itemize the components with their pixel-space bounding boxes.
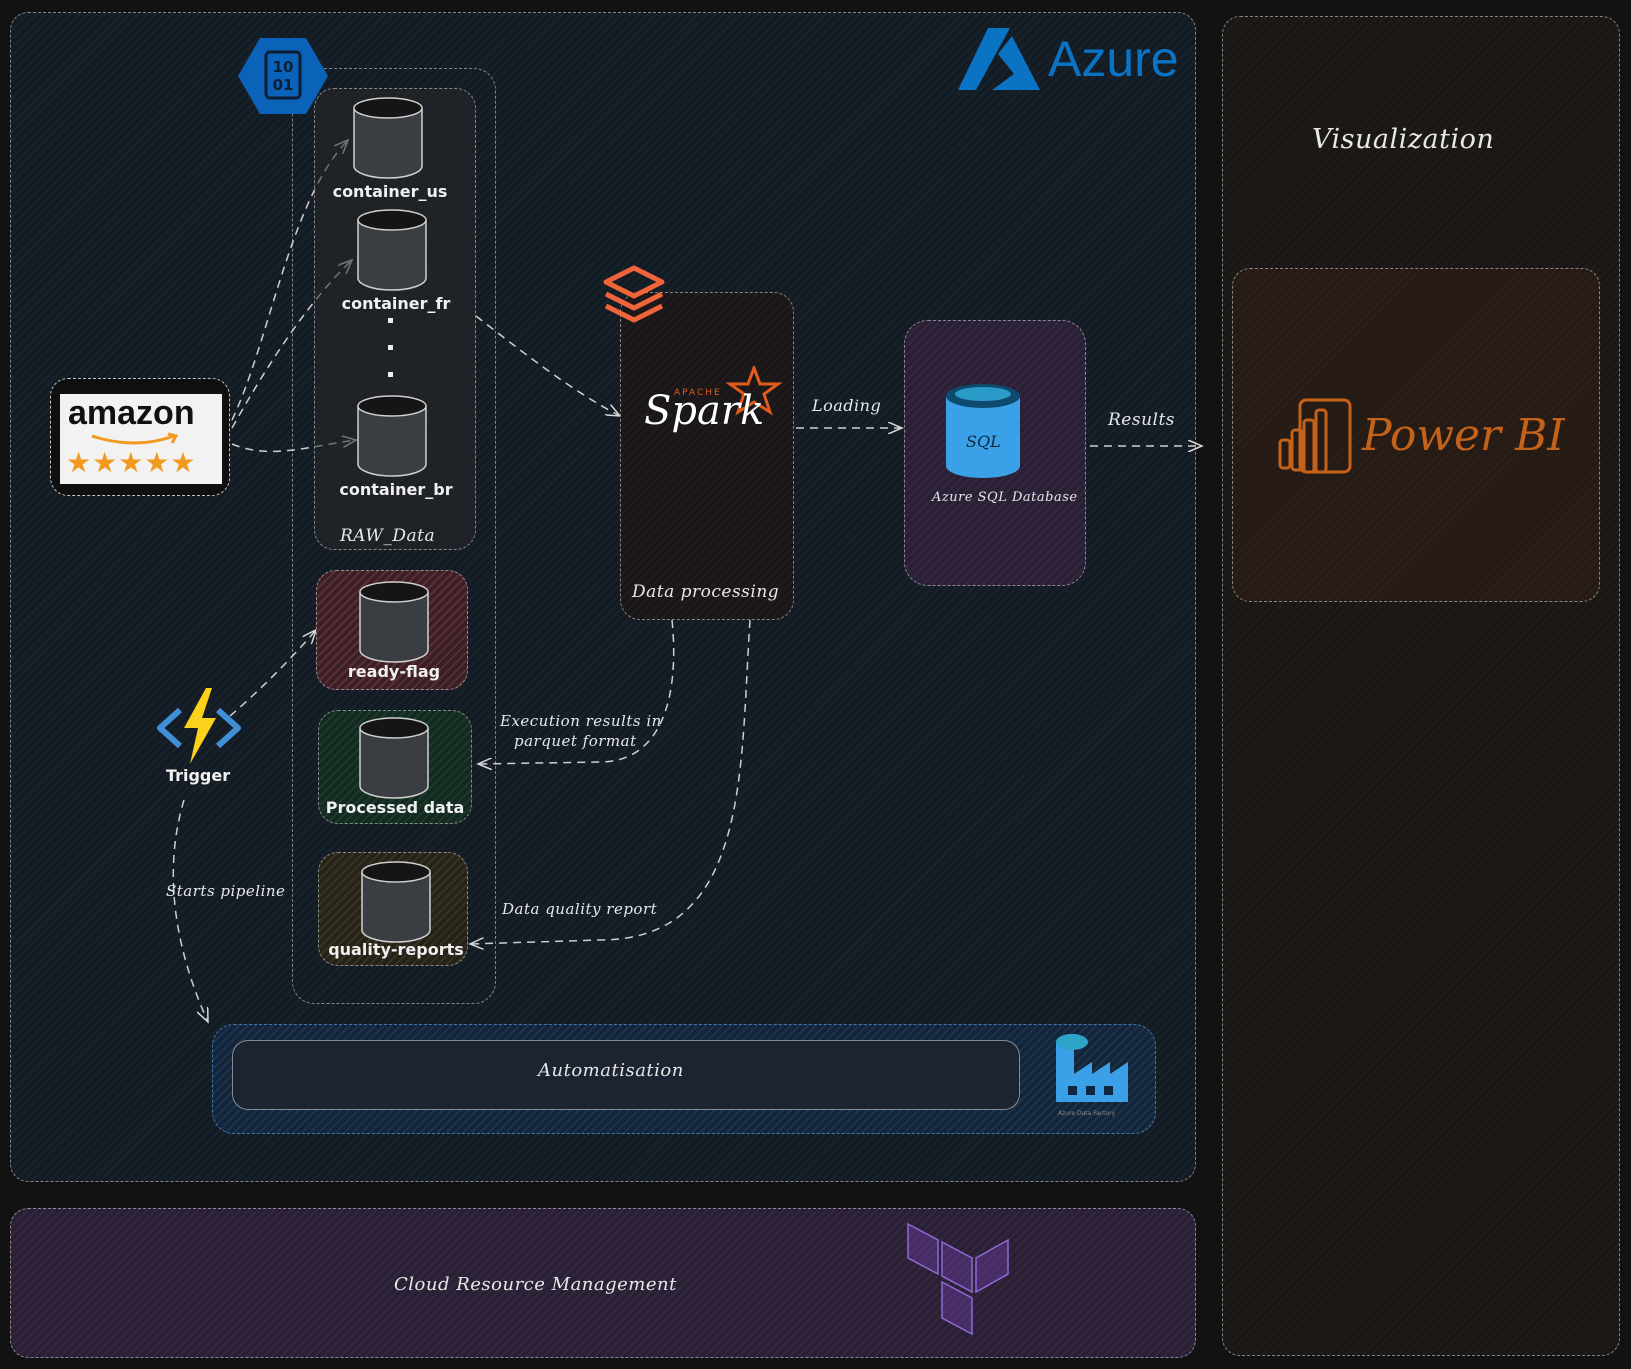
data-factory-icon: Azure Data Factory: [1054, 1032, 1130, 1120]
ellipsis-dots: [388, 314, 394, 384]
processed-data-label: Processed data: [325, 798, 465, 817]
automation-bar: [232, 1040, 1020, 1110]
data-processing-box: [620, 292, 794, 620]
amazon-rating-stars: ★★★★★: [66, 446, 197, 479]
azure-function-icon: [154, 688, 244, 768]
storage-account-boundary: [292, 68, 496, 1004]
container-br-cylinder: [356, 394, 428, 482]
azure-zone: [10, 12, 1196, 1182]
edge-label-exec-results-2: parquet format: [514, 732, 637, 750]
blob-storage-icon: 10 01: [238, 36, 328, 116]
blob-icon-line1: 10: [273, 58, 294, 76]
cloud-resource-management-label: Cloud Resource Management: [394, 1274, 677, 1295]
visualization-title: Visualization: [1312, 124, 1495, 155]
sql-database-label: Azure SQL Database: [932, 490, 1078, 505]
container-fr-label: container_fr: [341, 294, 451, 313]
container-br-label: container_br: [339, 480, 453, 499]
azure-icon: [958, 28, 1040, 90]
azure-logo: Azure: [958, 24, 1188, 94]
visualization-zone: [1222, 16, 1620, 1356]
edge-label-starts-pipeline: Starts pipeline: [166, 882, 286, 900]
processed-data-cylinder: [358, 716, 430, 804]
trigger-label: Trigger: [165, 766, 231, 785]
power-bi-label: Power BI: [1362, 410, 1565, 461]
raw-data-label: RAW_Data: [340, 526, 436, 546]
spark-super-label: APACHE: [674, 388, 722, 398]
cloud-resource-management-zone: [10, 1208, 1196, 1358]
blob-icon-line2: 01: [273, 76, 294, 94]
amazon-logo-text: amazon: [68, 394, 195, 432]
spark-label: Spark: [644, 388, 765, 434]
sql-icon-text: SQL: [966, 432, 1001, 451]
edge-label-loading: Loading: [812, 396, 882, 415]
data-factory-caption: Azure Data Factory: [1058, 1110, 1116, 1117]
quality-reports-cylinder: [360, 860, 432, 948]
power-bi-box: [1232, 268, 1600, 602]
terraform-icon: [904, 1222, 1014, 1338]
edge-label-results: Results: [1108, 410, 1176, 430]
spark-logo: APACHE Spark: [644, 366, 784, 436]
edge-label-quality-report: Data quality report: [502, 900, 658, 918]
amazon-logo: amazon ★★★★★: [58, 392, 224, 486]
power-bi-icon: [1278, 398, 1352, 474]
data-processing-label: Data processing: [632, 582, 780, 602]
databricks-icon: [602, 264, 666, 328]
automation-label: Automatisation: [538, 1060, 684, 1081]
spark-star-icon: [725, 366, 783, 416]
container-us-cylinder: [352, 96, 424, 184]
ready-flag-cylinder: [358, 580, 430, 668]
container-fr-cylinder: [356, 208, 428, 296]
amazon-smile-icon: [91, 432, 179, 445]
edge-label-exec-results-1: Execution results in: [500, 712, 662, 730]
sql-database-box: [904, 320, 1086, 586]
container-us-label: container_us: [332, 182, 448, 201]
quality-reports-label: quality-reports: [328, 940, 464, 959]
sql-database-icon: SQL: [942, 382, 1024, 482]
azure-title: Azure: [1048, 31, 1179, 87]
power-bi-logo: Power BI: [1276, 396, 1576, 486]
ready-flag-label: ready-flag: [347, 662, 441, 681]
